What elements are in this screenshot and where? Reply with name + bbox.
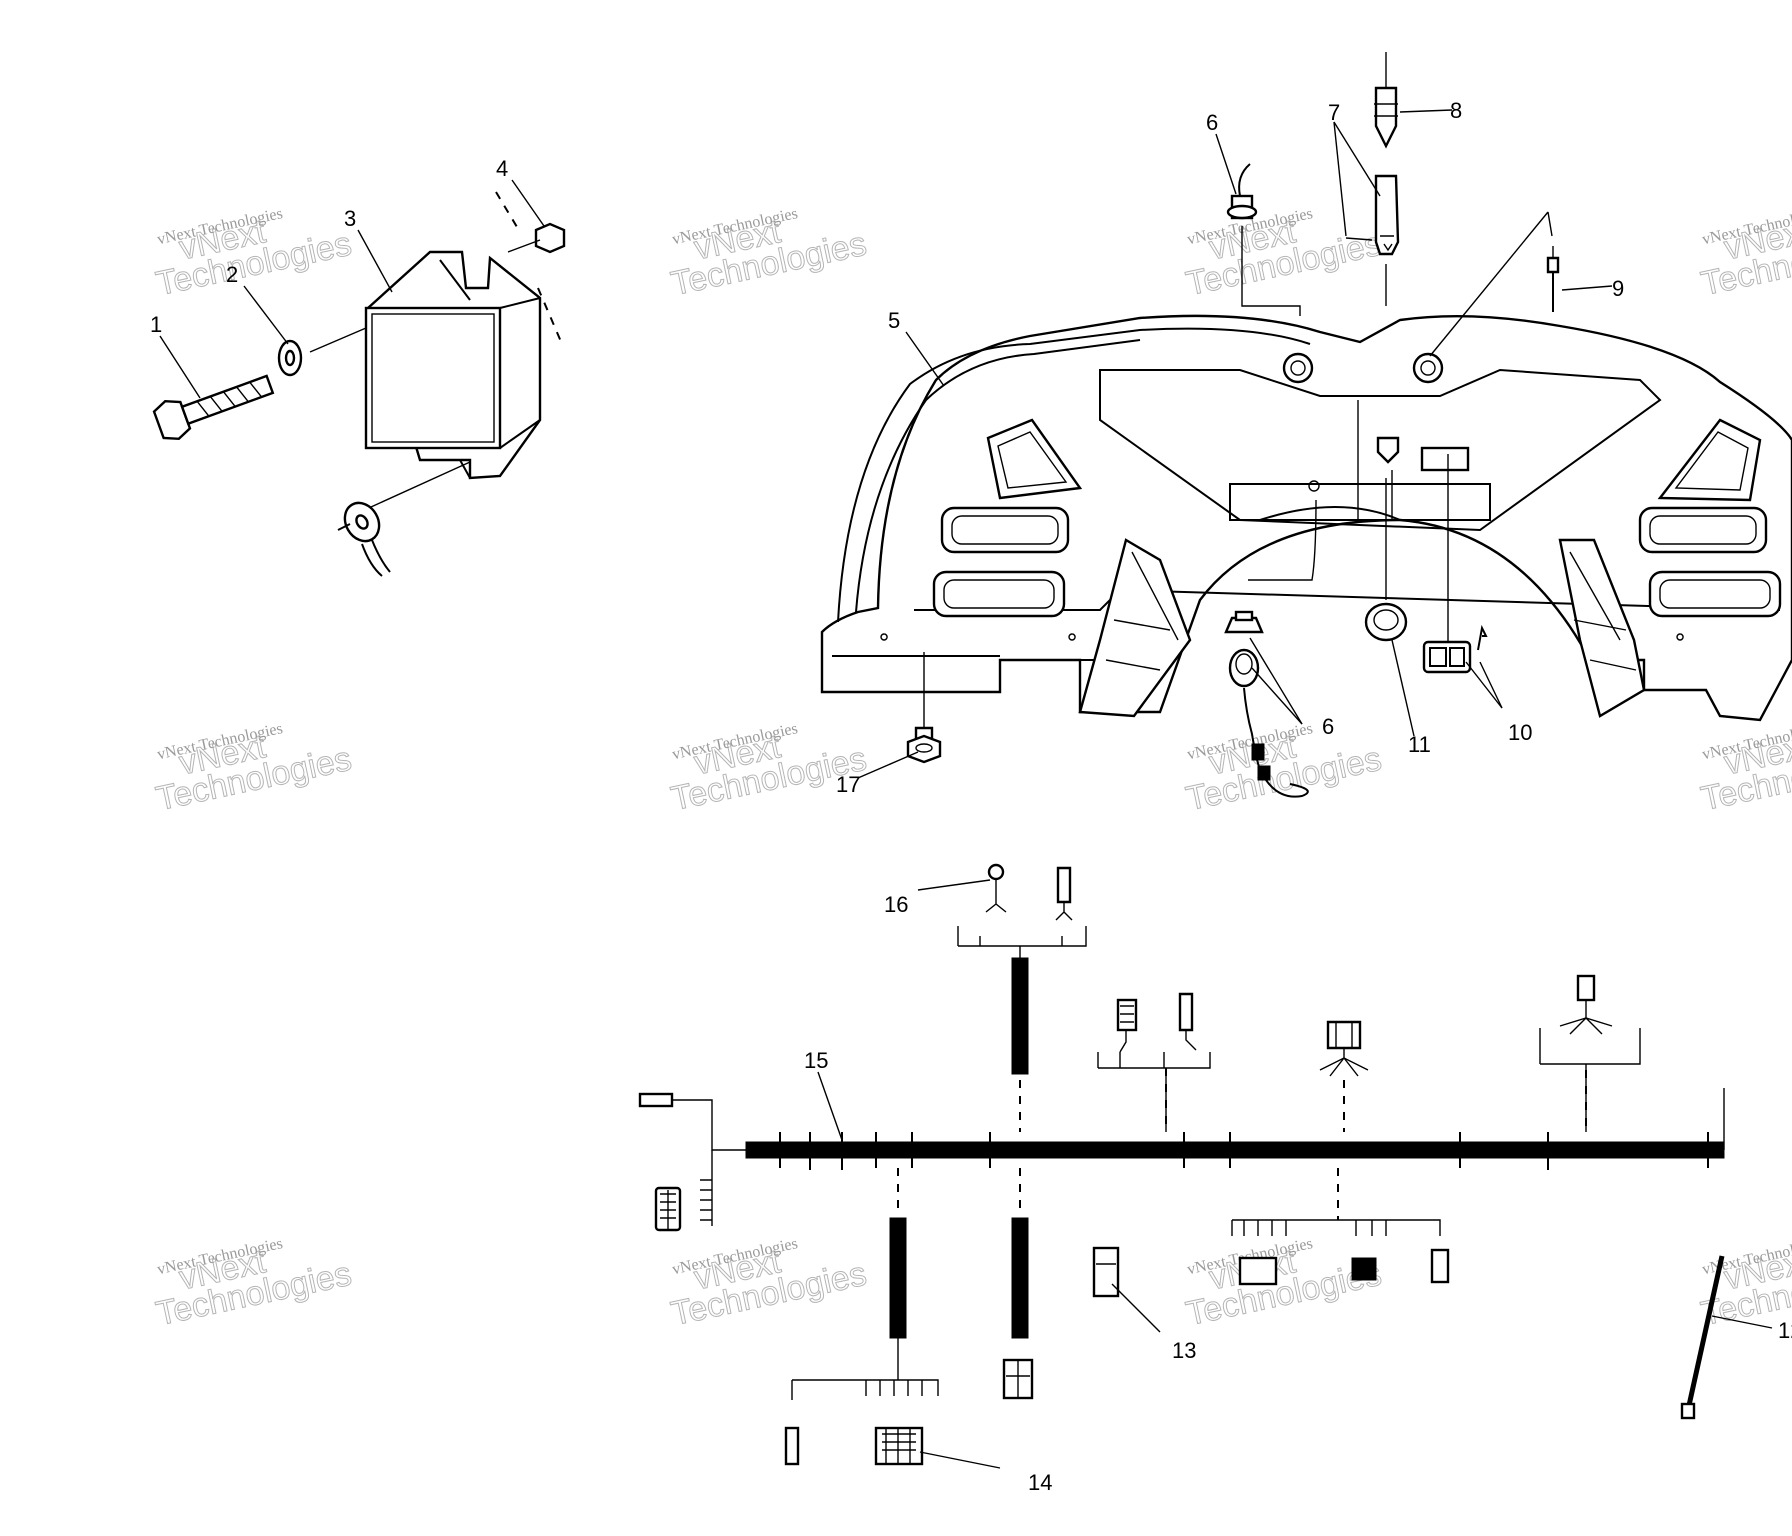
callout-16: 16 [884, 892, 908, 917]
watermark-tile: vNext Technologies vNext Technologies [1182, 205, 1385, 304]
pin [1429, 211, 1560, 357]
callout-1: 1 [150, 312, 162, 337]
callout-12: 12 [1778, 1318, 1792, 1343]
callout-17: 17 [836, 772, 860, 797]
callout-11: 11 [1408, 732, 1431, 757]
nut [495, 191, 566, 345]
bulb [1374, 52, 1398, 149]
upper-branch [957, 863, 1087, 1132]
watermark-tile: vNext Technologies vNext Technologies [1182, 720, 1385, 819]
switch-top [1226, 163, 1301, 316]
lower-right-branch [1092, 1168, 1450, 1298]
lower-left-branch [784, 1168, 939, 1466]
callout-10: 10 [1508, 720, 1532, 745]
watermark-tile: vNext Technologies vNext Technologies [1697, 205, 1792, 304]
switch-bottom [1224, 499, 1317, 798]
middle-branch [1097, 992, 1211, 1132]
far-right-connector [1539, 974, 1725, 1150]
watermark-tile: vNext Technologies vNext Technologies [152, 205, 355, 304]
watermark-tile: vNext Technologies vNext Technologies [152, 720, 355, 819]
callout-5: 5 [888, 308, 900, 333]
console-fasteners [906, 52, 1560, 798]
callout-14: 14 [1028, 1470, 1052, 1495]
callout-labels: 1 2 3 4 5 6 7 8 9 6 11 10 17 16 15 13 12… [150, 98, 1792, 1495]
callout-8: 8 [1450, 98, 1462, 123]
console-body [820, 314, 1792, 722]
harness-clips [779, 1132, 1709, 1170]
module-assembly [152, 191, 566, 577]
callout-6-bottom: 6 [1322, 714, 1334, 739]
lower-mid-branch [1002, 1168, 1034, 1400]
watermark-tile: vNext Technologies vNext Technologies [1697, 720, 1792, 819]
left-pigtail [638, 1092, 746, 1232]
cable-tie [1680, 1255, 1725, 1420]
console-assembly [820, 314, 1792, 722]
harness-trunk [745, 1141, 1725, 1159]
callout-13: 13 [1172, 1338, 1196, 1363]
callout-3: 3 [344, 206, 356, 231]
connector-and-clip [1422, 454, 1488, 674]
callout-9: 9 [1612, 276, 1624, 301]
fuse-holder [1345, 174, 1400, 306]
washer [277, 339, 303, 377]
watermark-tile: vNext Technologies vNext Technologies [152, 1235, 355, 1334]
bolt [152, 374, 275, 441]
callout-7: 7 [1328, 100, 1340, 125]
callout-2: 2 [226, 262, 238, 287]
watermark-tile: vNext Technologies vNext Technologies [1697, 1235, 1792, 1334]
callout-6-top: 6 [1206, 110, 1218, 135]
ring-terminal [337, 461, 471, 577]
screw [906, 652, 942, 764]
callout-15: 15 [804, 1048, 828, 1073]
watermark-tile: vNext Technologies vNext Technologies [667, 720, 870, 819]
callout-4: 4 [496, 156, 508, 181]
watermark-tile: vNext Technologies vNext Technologies [667, 205, 870, 304]
leader-lines [159, 109, 1773, 1469]
watermark-tile: vNext Technologies vNext Technologies [667, 1235, 870, 1334]
module-box [364, 250, 542, 480]
wiring-harness [638, 863, 1725, 1466]
right-connector [1319, 1020, 1369, 1132]
grommet [1364, 478, 1408, 642]
